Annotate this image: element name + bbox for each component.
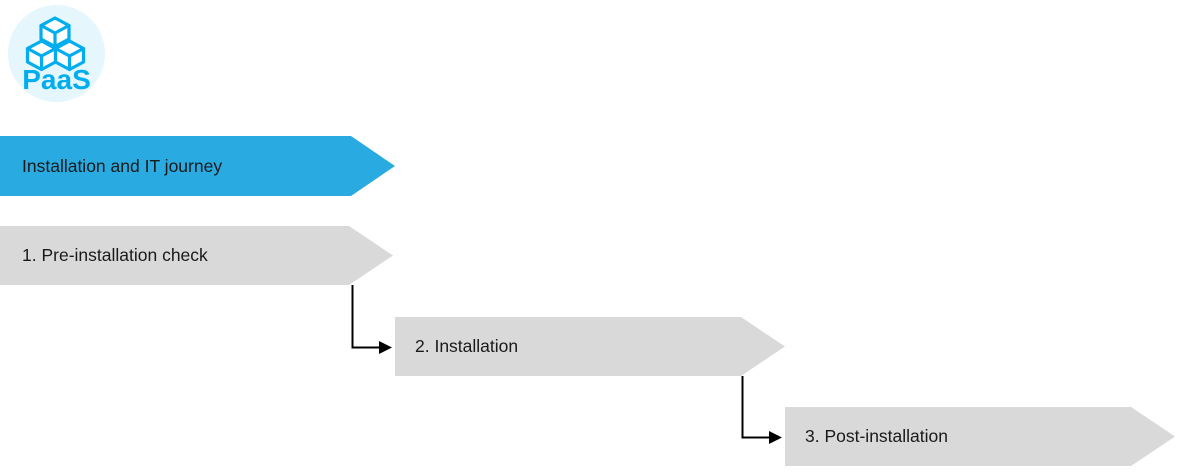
cubes-icon xyxy=(25,16,86,72)
title-banner-label: Installation and IT journey xyxy=(22,155,223,176)
paas-logo: PaaS xyxy=(8,5,105,102)
title-banner: Installation and IT journey xyxy=(0,136,395,196)
arrowhead-step3 xyxy=(769,431,782,444)
connector-step2-to-step3 xyxy=(741,376,769,439)
step-banner-label: 1. Pre-installation check xyxy=(22,245,208,265)
step-banner-pre-installation-check: 1. Pre-installation check xyxy=(0,226,393,285)
paas-logo-label: PaaS xyxy=(22,64,91,95)
arrowhead-step2 xyxy=(379,341,392,354)
step-banner-label: 3. Post-installation xyxy=(805,426,948,446)
step-banner-installation: 2. Installation xyxy=(395,317,785,376)
step-banner-label: 2. Installation xyxy=(415,336,519,356)
step-banner-post-installation: 3. Post-installation xyxy=(785,407,1175,466)
connector-step1-to-step2 xyxy=(351,285,379,349)
